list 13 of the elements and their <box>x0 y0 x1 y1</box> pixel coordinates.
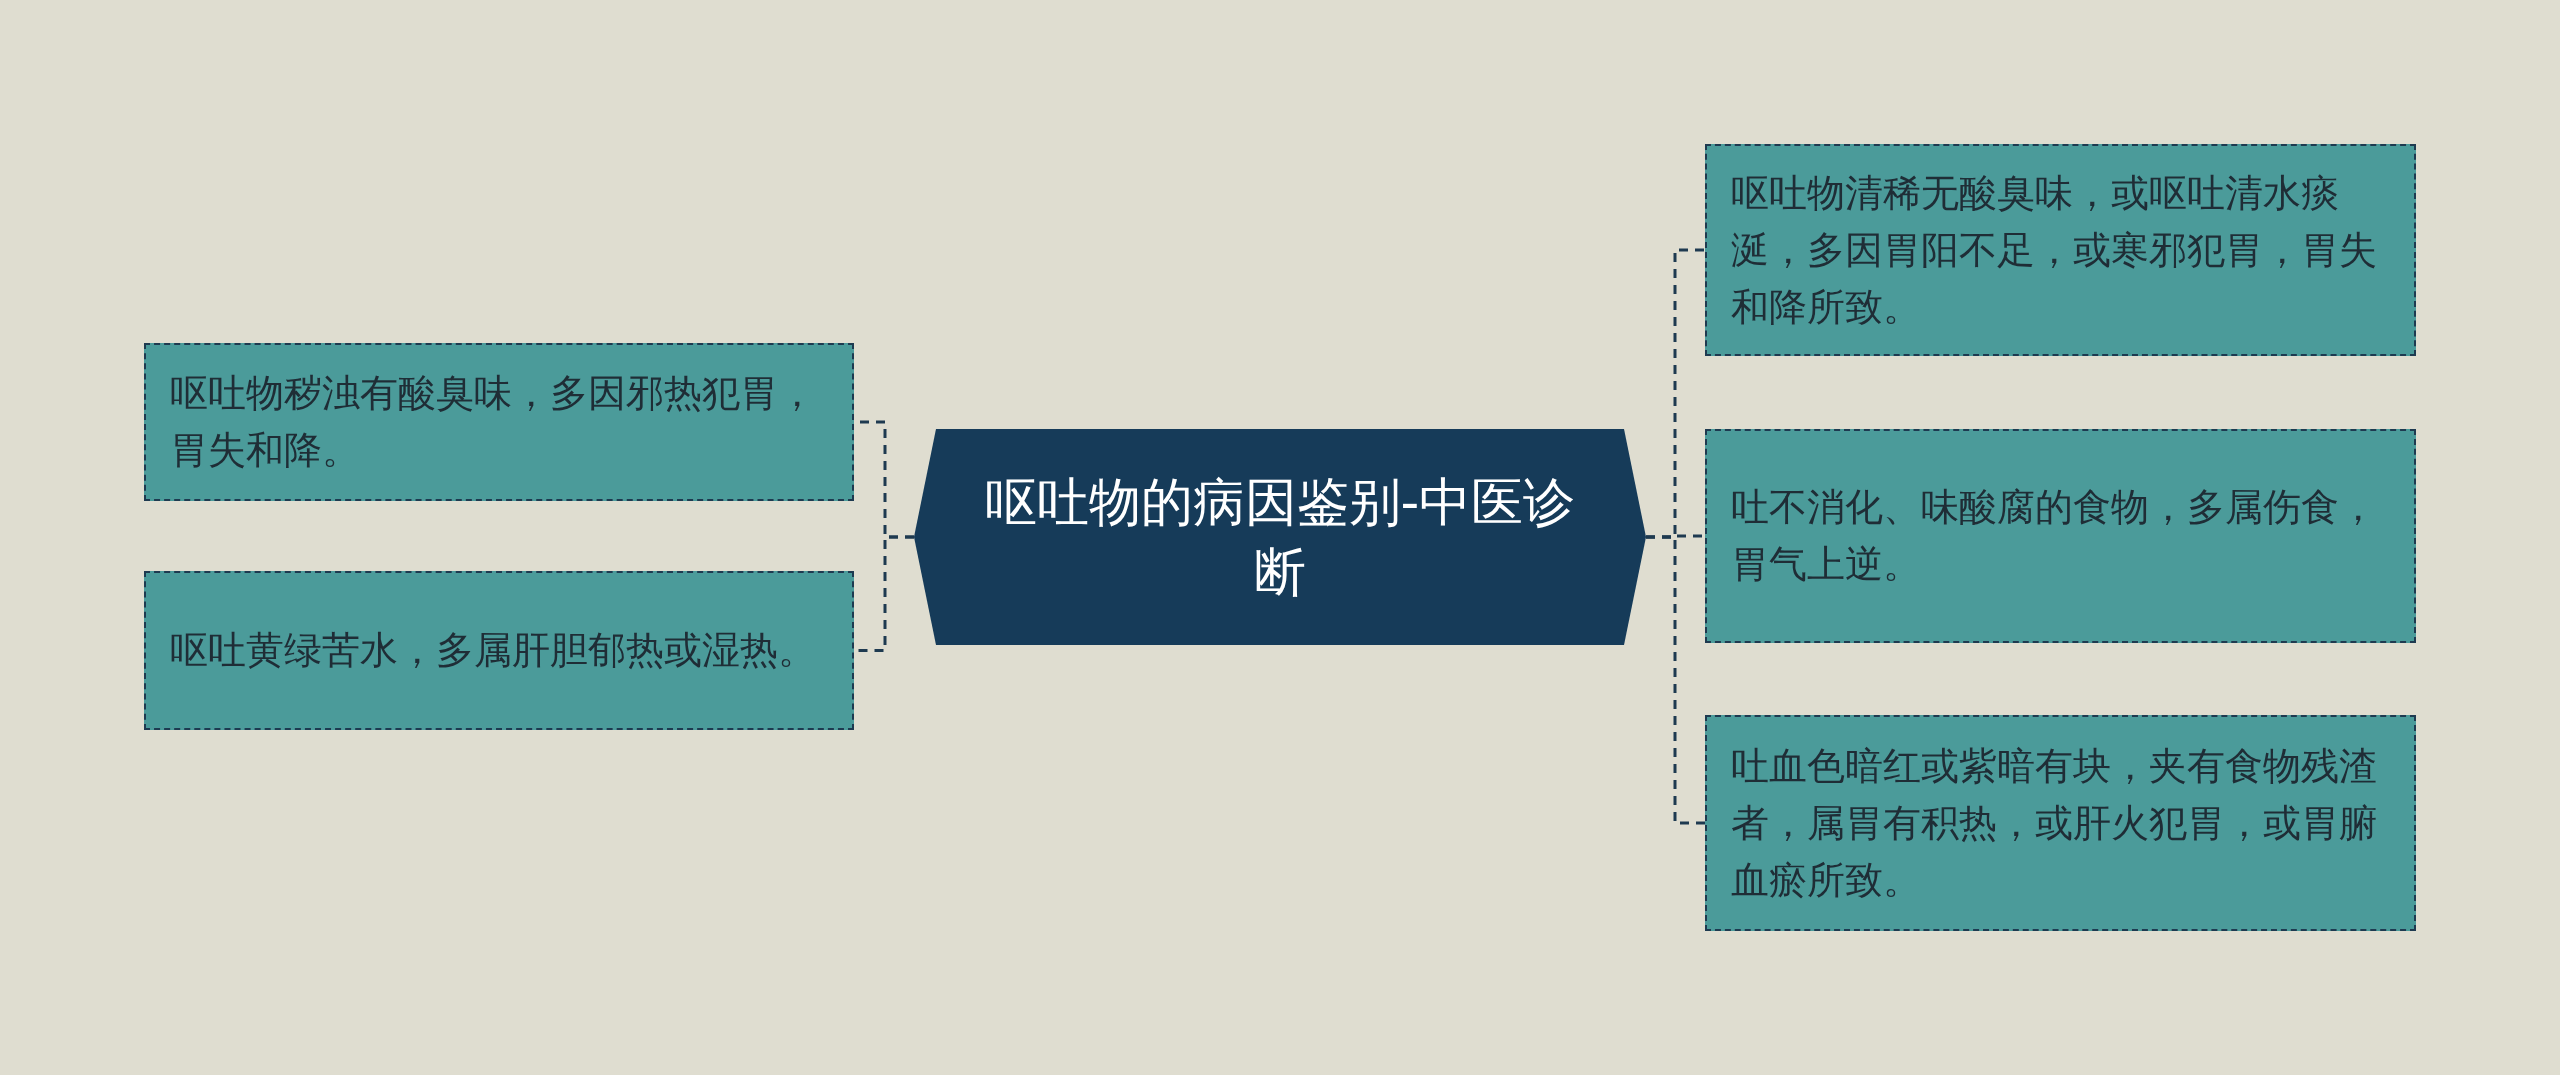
topic-box <box>144 571 854 730</box>
node-text: 呕吐黄绿苦水，多属肝胆郁热或湿热。 <box>170 627 816 674</box>
topic-hexagon <box>914 429 1646 645</box>
topic-box <box>1705 144 2416 356</box>
node-text: 呕吐物清稀无酸臭味，或呕吐清水痰涎，多因胃阳不足，或寒邪犯胃，胃失和降所致。 <box>1731 169 2378 331</box>
node-text: 呕吐物秽浊有酸臭味，多因邪热犯胃，胃失和降。 <box>170 370 817 474</box>
topic-box <box>144 343 854 501</box>
connector-line <box>1646 535 1705 825</box>
topic-box <box>1705 715 2416 931</box>
node-text: 呕吐物的病因鉴别-中医诊断 <box>983 471 1577 604</box>
node-text: 吐不消化、味酸腐的食物，多属伤食，胃气上逆。 <box>1731 484 2378 588</box>
node-text: 吐血色暗红或紫暗有块，夹有食物残渣者，属胃有积热，或肝火犯胃，或胃腑血瘀所致。 <box>1731 742 2378 904</box>
topic-box <box>1705 429 2416 643</box>
